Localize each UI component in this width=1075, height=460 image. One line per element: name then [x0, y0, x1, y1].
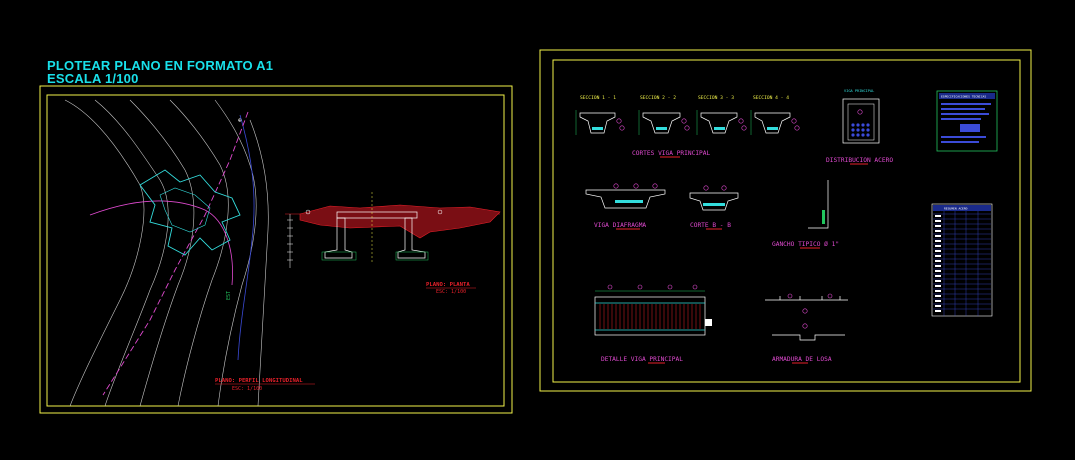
section-1-title: SECCION 1 - 1: [580, 95, 616, 101]
steel-distribution-detail: [842, 98, 880, 144]
cortes-viga-principal-label: CORTES VIGA PRINCIPAL: [632, 150, 711, 157]
table-cell-mark: [935, 250, 941, 252]
corte-b-label: CORTE B - B: [690, 222, 731, 229]
alignment-magenta-curve: [89, 200, 233, 286]
table-cell-mark: [935, 300, 941, 302]
steel-summary-rows: [933, 213, 991, 312]
longitudinal-profile: [285, 192, 501, 268]
table-cell-mark: [935, 305, 941, 307]
plan-label: PLANO: PLANTA: [426, 282, 470, 288]
section-4-title: SECCION 4 - 4: [753, 95, 789, 101]
profile-scale: ESC: 1/100: [232, 386, 262, 392]
detalle-viga-principal-label: DETALLE VIGA PRINCIPAL: [601, 356, 683, 363]
bridge-deck: [336, 211, 418, 219]
road-axis-magenta: [102, 111, 249, 396]
table-cell-mark: [935, 265, 941, 267]
section-tags: [616, 118, 800, 131]
abutment-right: [397, 217, 426, 259]
table-cell-mark: [935, 255, 941, 257]
steel-summary-title: RESUMEN ACERO: [944, 207, 968, 211]
table-cell-mark: [935, 310, 941, 312]
terrain-hatch: [299, 204, 501, 239]
specifications-box: ESPECIFICACIONES TECNICAS: [936, 90, 998, 152]
plan-green-tag: EST: [226, 291, 232, 300]
main-beam-detail: [594, 284, 712, 336]
profile-elevation-ticks: [287, 219, 293, 261]
distribucion-acero-label: DISTRIBUCION ACERO: [826, 157, 893, 164]
section-dims: [575, 110, 752, 135]
table-cell-mark: [935, 280, 941, 282]
table-cell-mark: [935, 285, 941, 287]
drawing-title-line1: PLOTEAR PLANO EN FORMATO A1: [47, 58, 274, 73]
viga-diafragma-label: VIGA DIAFRAGMA: [594, 222, 646, 229]
table-cell-mark: [935, 245, 941, 247]
river-blue-line: [237, 114, 255, 361]
drawing-title-line2: ESCALA 1/100: [47, 71, 139, 86]
table-cell-mark: [935, 260, 941, 262]
table-cell-mark: [935, 225, 941, 227]
abutment-left: [324, 217, 353, 259]
section-3-title: SECCION 3 - 3: [698, 95, 734, 101]
specifications-title: ESPECIFICACIONES TECNICAS: [941, 95, 986, 99]
table-cell-mark: [935, 270, 941, 272]
plan-north-mark: ⊕: [238, 117, 242, 124]
gancho-tipico-label: GANCHO TIPICO Ø 1": [772, 240, 839, 248]
abutment-plan-inner: [159, 187, 211, 233]
diaphragm-beam-detail: [585, 189, 666, 209]
table-cell-mark: [935, 290, 941, 292]
plan-scale: ESC: 1/100: [436, 289, 466, 295]
table-cell-mark: [935, 220, 941, 222]
beam-sections: [579, 112, 791, 134]
profile-label: PLANO: PERFIL LONGITUDINAL: [215, 378, 303, 384]
contour-lines: [64, 99, 269, 407]
slab-reinforcement-detail: [765, 296, 848, 341]
table-cell-mark: [935, 275, 941, 277]
section-rebar: [592, 127, 778, 130]
table-cell-mark: [935, 230, 941, 232]
left-sheet-inner-frame: [46, 94, 505, 407]
section-b-detail: [689, 192, 739, 211]
typical-hook-detail: [808, 180, 829, 229]
beam-stirrups: [599, 304, 701, 329]
viga-principal-small-label: VIGA PRINCIPAL: [844, 89, 874, 93]
right-sheet-outer-frame: [539, 49, 1032, 392]
armadura-de-losa-label: ARMADURA DE LOSA: [772, 356, 832, 363]
table-cell-mark: [935, 240, 941, 242]
steel-summary-table: RESUMEN ACERO: [931, 203, 993, 317]
abutment-plan-shape: [139, 169, 241, 256]
left-sheet: ⊕ EST PLANO: PLANTA ESC: 1/100 PLANO: PE…: [39, 85, 513, 414]
table-cell-mark: [935, 295, 941, 297]
section-2-title: SECCION 2 - 2: [640, 95, 676, 101]
table-cell-mark: [935, 235, 941, 237]
right-sheet-inner-frame: [552, 59, 1021, 383]
right-sheet: SECCION 1 - 1 SECCION 2 - 2 SECCION 3 - …: [539, 49, 1032, 392]
left-sheet-outer-frame: [39, 85, 513, 414]
table-cell-mark: [935, 215, 941, 217]
